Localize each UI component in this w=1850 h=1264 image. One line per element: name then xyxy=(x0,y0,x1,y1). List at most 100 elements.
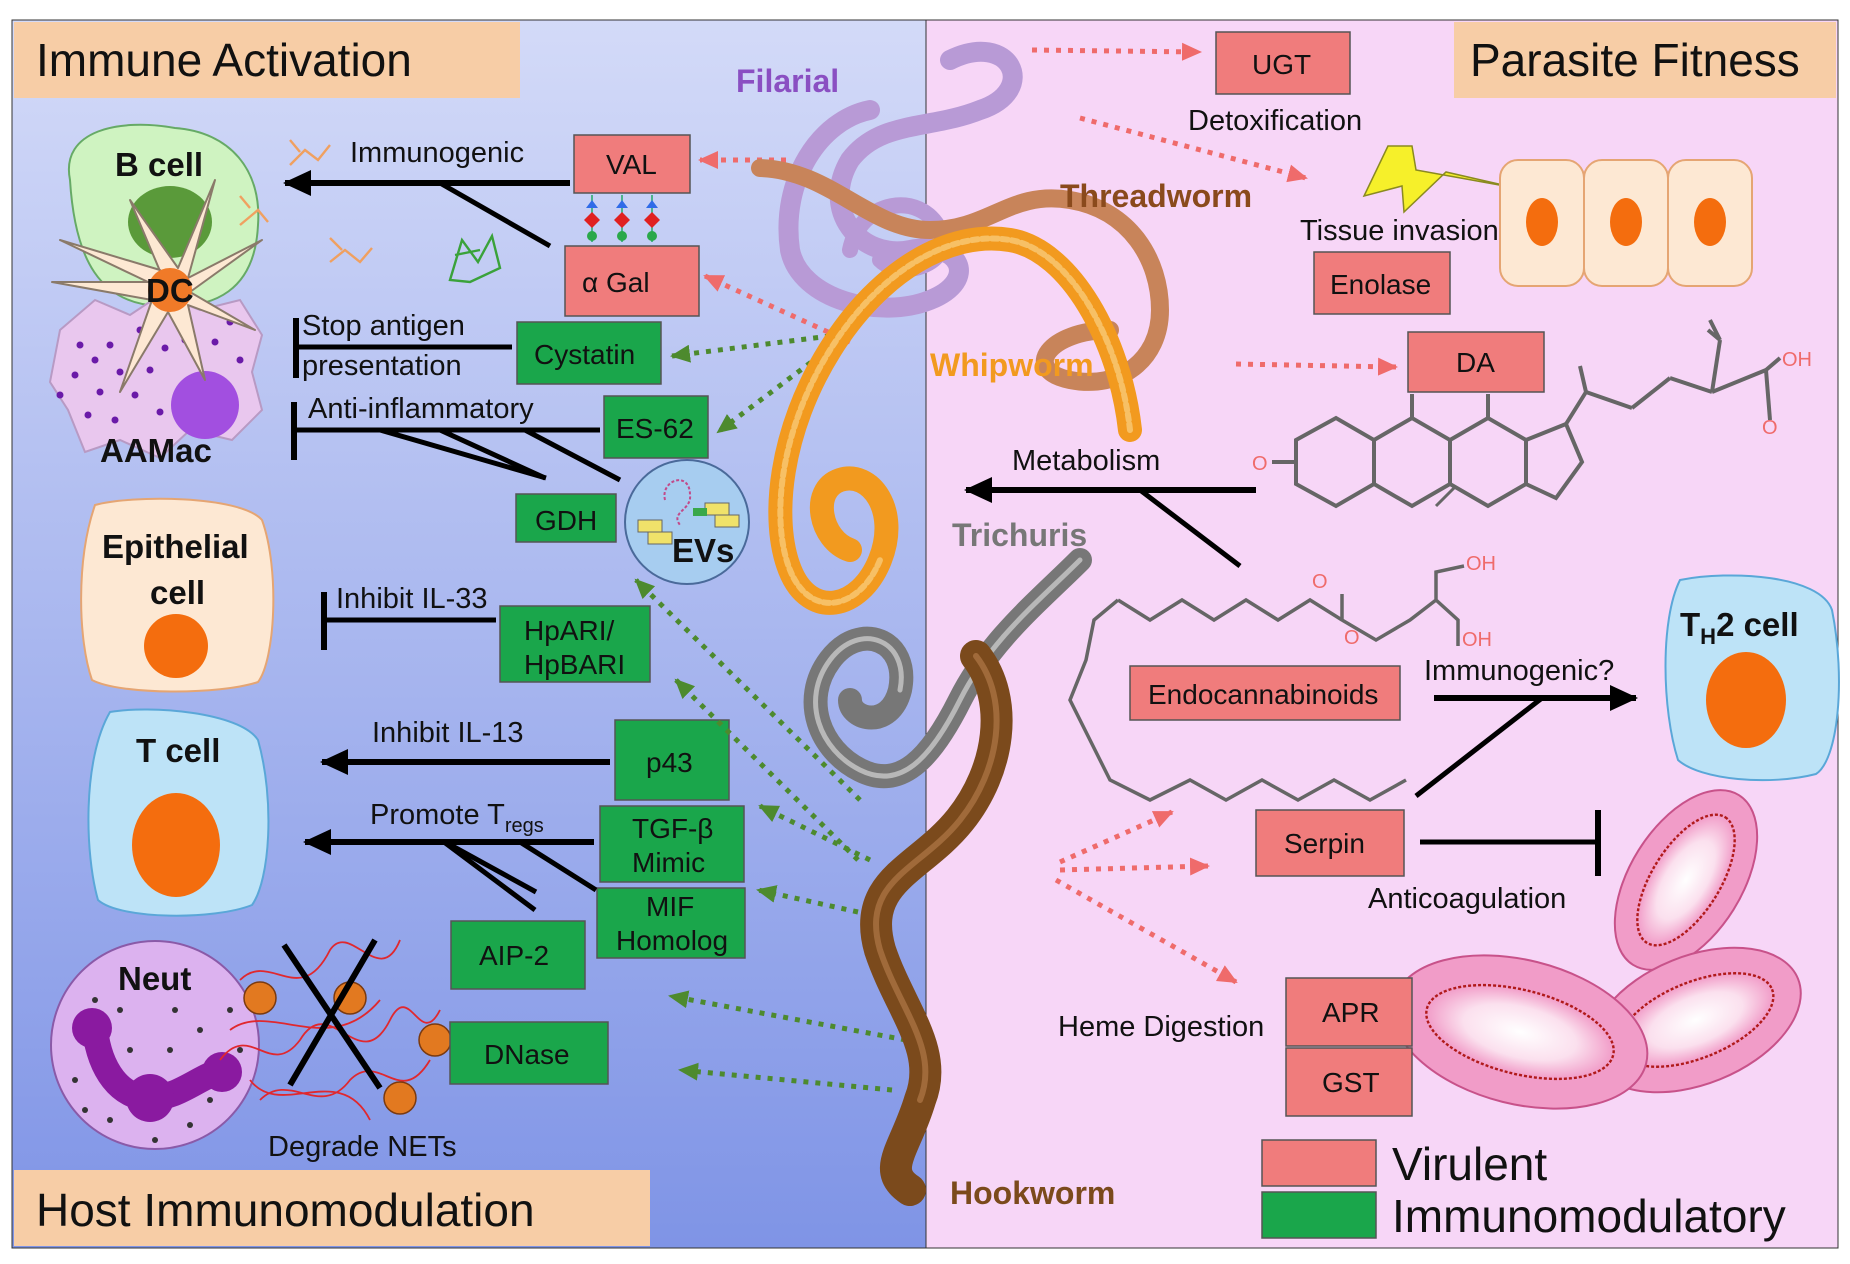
labels-stop-antigen-line1-text: Stop antigen xyxy=(302,310,465,342)
steroid-o2: O xyxy=(1762,417,1778,439)
immunomod-boxes-mif-line1-text: MIF xyxy=(646,891,694,922)
svg-text:Promote Tregs: Promote Tregs xyxy=(370,799,544,837)
th2-label: TH2 cell xyxy=(1680,606,1799,649)
evs-vesicle xyxy=(624,459,750,585)
heme-digestion-label: Heme Digestion xyxy=(1058,1011,1264,1043)
epithelial-nucleus xyxy=(144,614,208,678)
legend-virulent-swatch xyxy=(1261,1139,1377,1187)
epithelial-label-line1: Epithelial xyxy=(102,528,249,565)
detoxification-label: Detoxification xyxy=(1188,105,1362,137)
stop-antigen-inhibit: Stop antigen presentation xyxy=(293,310,512,382)
aamac-group: AAMac xyxy=(48,293,264,469)
alpha-gal-box: α Gal xyxy=(564,245,700,317)
nets-group: Degrade NETs xyxy=(219,938,457,1163)
hookworm-worm-shade xyxy=(873,653,1000,1103)
header-parasite-fitness: Parasite Fitness xyxy=(1470,34,1800,86)
t-cell-nucleus xyxy=(132,793,220,897)
labels-stop-antigen-line2-text: presentation xyxy=(302,350,462,382)
svg-text:O: O xyxy=(1312,571,1328,593)
immunogenic-q-arrow: Immunogenic? xyxy=(1414,655,1638,798)
labels-anti-inflammatory-text: Anti-inflammatory xyxy=(308,393,534,425)
glycan-decoration xyxy=(448,232,502,284)
virulent-boxes-serpin-text: Serpin xyxy=(1284,828,1365,859)
header-immune-activation-bg xyxy=(14,22,520,98)
cystatin-box: Cystatin xyxy=(516,321,662,385)
immunomod-boxes-p43-text: p43 xyxy=(646,747,693,778)
virulent-boxes-gst-text: GST xyxy=(1322,1067,1380,1098)
apr-box: APR xyxy=(1285,977,1413,1047)
tissue-invasion-label: Tissue invasion xyxy=(1300,215,1499,247)
glycan-chain xyxy=(584,195,660,242)
cells-th2-rest-text: 2 cell xyxy=(1716,606,1799,643)
dc-nucleus xyxy=(148,268,192,312)
header-host-immunomodulation-bg xyxy=(14,1170,650,1246)
immunomod-boxes-cystatin-text: Cystatin xyxy=(534,339,635,370)
t-cell-group: T cell xyxy=(87,708,270,917)
epithelial-label-line2: cell xyxy=(150,574,205,611)
aamac-label: AAMac xyxy=(100,432,212,469)
threadworm-worm xyxy=(751,159,1170,391)
dc-label: DC xyxy=(146,272,194,309)
virulent-boxes-apr-text: APR xyxy=(1322,997,1380,1028)
immunomod-boxes-hpari-line2-text: HpBARI xyxy=(524,649,625,680)
es62-box: ES-62 xyxy=(603,395,709,459)
immunogenic-arrow: Immunogenic xyxy=(283,137,570,249)
worm-label-hookworm: Hookworm xyxy=(950,1175,1115,1211)
steroid-o1: O xyxy=(1252,453,1268,475)
neutrophil-group: Neut xyxy=(50,940,260,1150)
endocannabinoids-box: Endocannabinoids xyxy=(1129,665,1401,721)
green-dotted-arrows xyxy=(634,333,907,1093)
virulent-boxes-enolase-text: Enolase xyxy=(1330,269,1431,300)
antibody-decoration xyxy=(239,139,373,264)
red-blood-cells xyxy=(1391,789,1802,1110)
whipworm-worm-inner xyxy=(777,235,1133,606)
cells-th2-sub-text: H xyxy=(1700,624,1716,649)
labels-promote-tregs-sub-text: regs xyxy=(505,815,544,837)
immunomod-boxes-mif-line2-text: Homolog xyxy=(616,925,728,956)
immunomod-boxes-es62-text: ES-62 xyxy=(616,413,694,444)
virulent-boxes-endocannabinoids-text: Endocannabinoids xyxy=(1148,679,1378,710)
virulent-boxes-da-text: DA xyxy=(1456,347,1495,378)
aamac-nucleus xyxy=(171,371,239,439)
evs-group: EVs xyxy=(624,459,750,585)
filarial-worm xyxy=(778,41,1023,318)
labels-immunogenic-text: Immunogenic xyxy=(350,137,524,169)
immunomod-boxes-tgfb-line1-text: TGF-β xyxy=(632,813,713,844)
virulent-boxes-val-text: VAL xyxy=(606,149,657,180)
immunomod-boxes-gdh-text: GDH xyxy=(535,505,597,536)
header-immune-activation: Immune Activation xyxy=(36,34,412,86)
epithelial-cell-group: Epithelial cell xyxy=(80,497,275,693)
trichuris-worm-inner xyxy=(813,557,1083,779)
dnase-box: DNase xyxy=(449,1021,609,1085)
da-box: DA xyxy=(1407,331,1545,393)
evs-label: EVs xyxy=(672,532,734,569)
neut-label: Neut xyxy=(118,960,191,997)
inhibit-il33: Inhibit IL-33 xyxy=(321,583,496,650)
enolase-box: Enolase xyxy=(1313,251,1451,315)
inhibit-il13-arrow: Inhibit IL-13 xyxy=(320,717,610,775)
cells-th2-main-text: T xyxy=(1680,606,1700,643)
svg-text:O: O xyxy=(1344,627,1360,649)
endocannabinoid-structure xyxy=(1068,564,1465,803)
serpin-box: Serpin xyxy=(1255,809,1405,877)
svg-text:OH: OH xyxy=(1462,629,1492,651)
virulent-boxes-ugt-text: UGT xyxy=(1252,49,1311,80)
neut-body xyxy=(50,940,260,1150)
th2-cell-group: TH2 cell xyxy=(1664,574,1840,782)
header-host-immunomodulation: Host Immunomodulation xyxy=(36,1184,535,1236)
epithelial-layer xyxy=(1499,159,1753,287)
immunomod-boxes-tgfb-line2-text: Mimic xyxy=(632,847,705,878)
steroid-structure xyxy=(1272,319,1782,509)
th2-nucleus xyxy=(1706,652,1786,748)
epithelial-cell-body xyxy=(80,497,275,693)
hpari-box: HpARI/ HpBARI xyxy=(499,605,651,683)
header-parasite-fitness-bg xyxy=(1454,22,1836,98)
legend-immunomod-swatch xyxy=(1261,1191,1377,1239)
immunomod-boxes-aip2-text: AIP-2 xyxy=(479,940,549,971)
legend-virulent-label: Virulent xyxy=(1392,1138,1547,1190)
worm-label-filarial: Filarial xyxy=(736,63,839,99)
b-cell-label: B cell xyxy=(115,146,203,183)
labels-immunogenic-q-text: Immunogenic? xyxy=(1424,655,1614,687)
